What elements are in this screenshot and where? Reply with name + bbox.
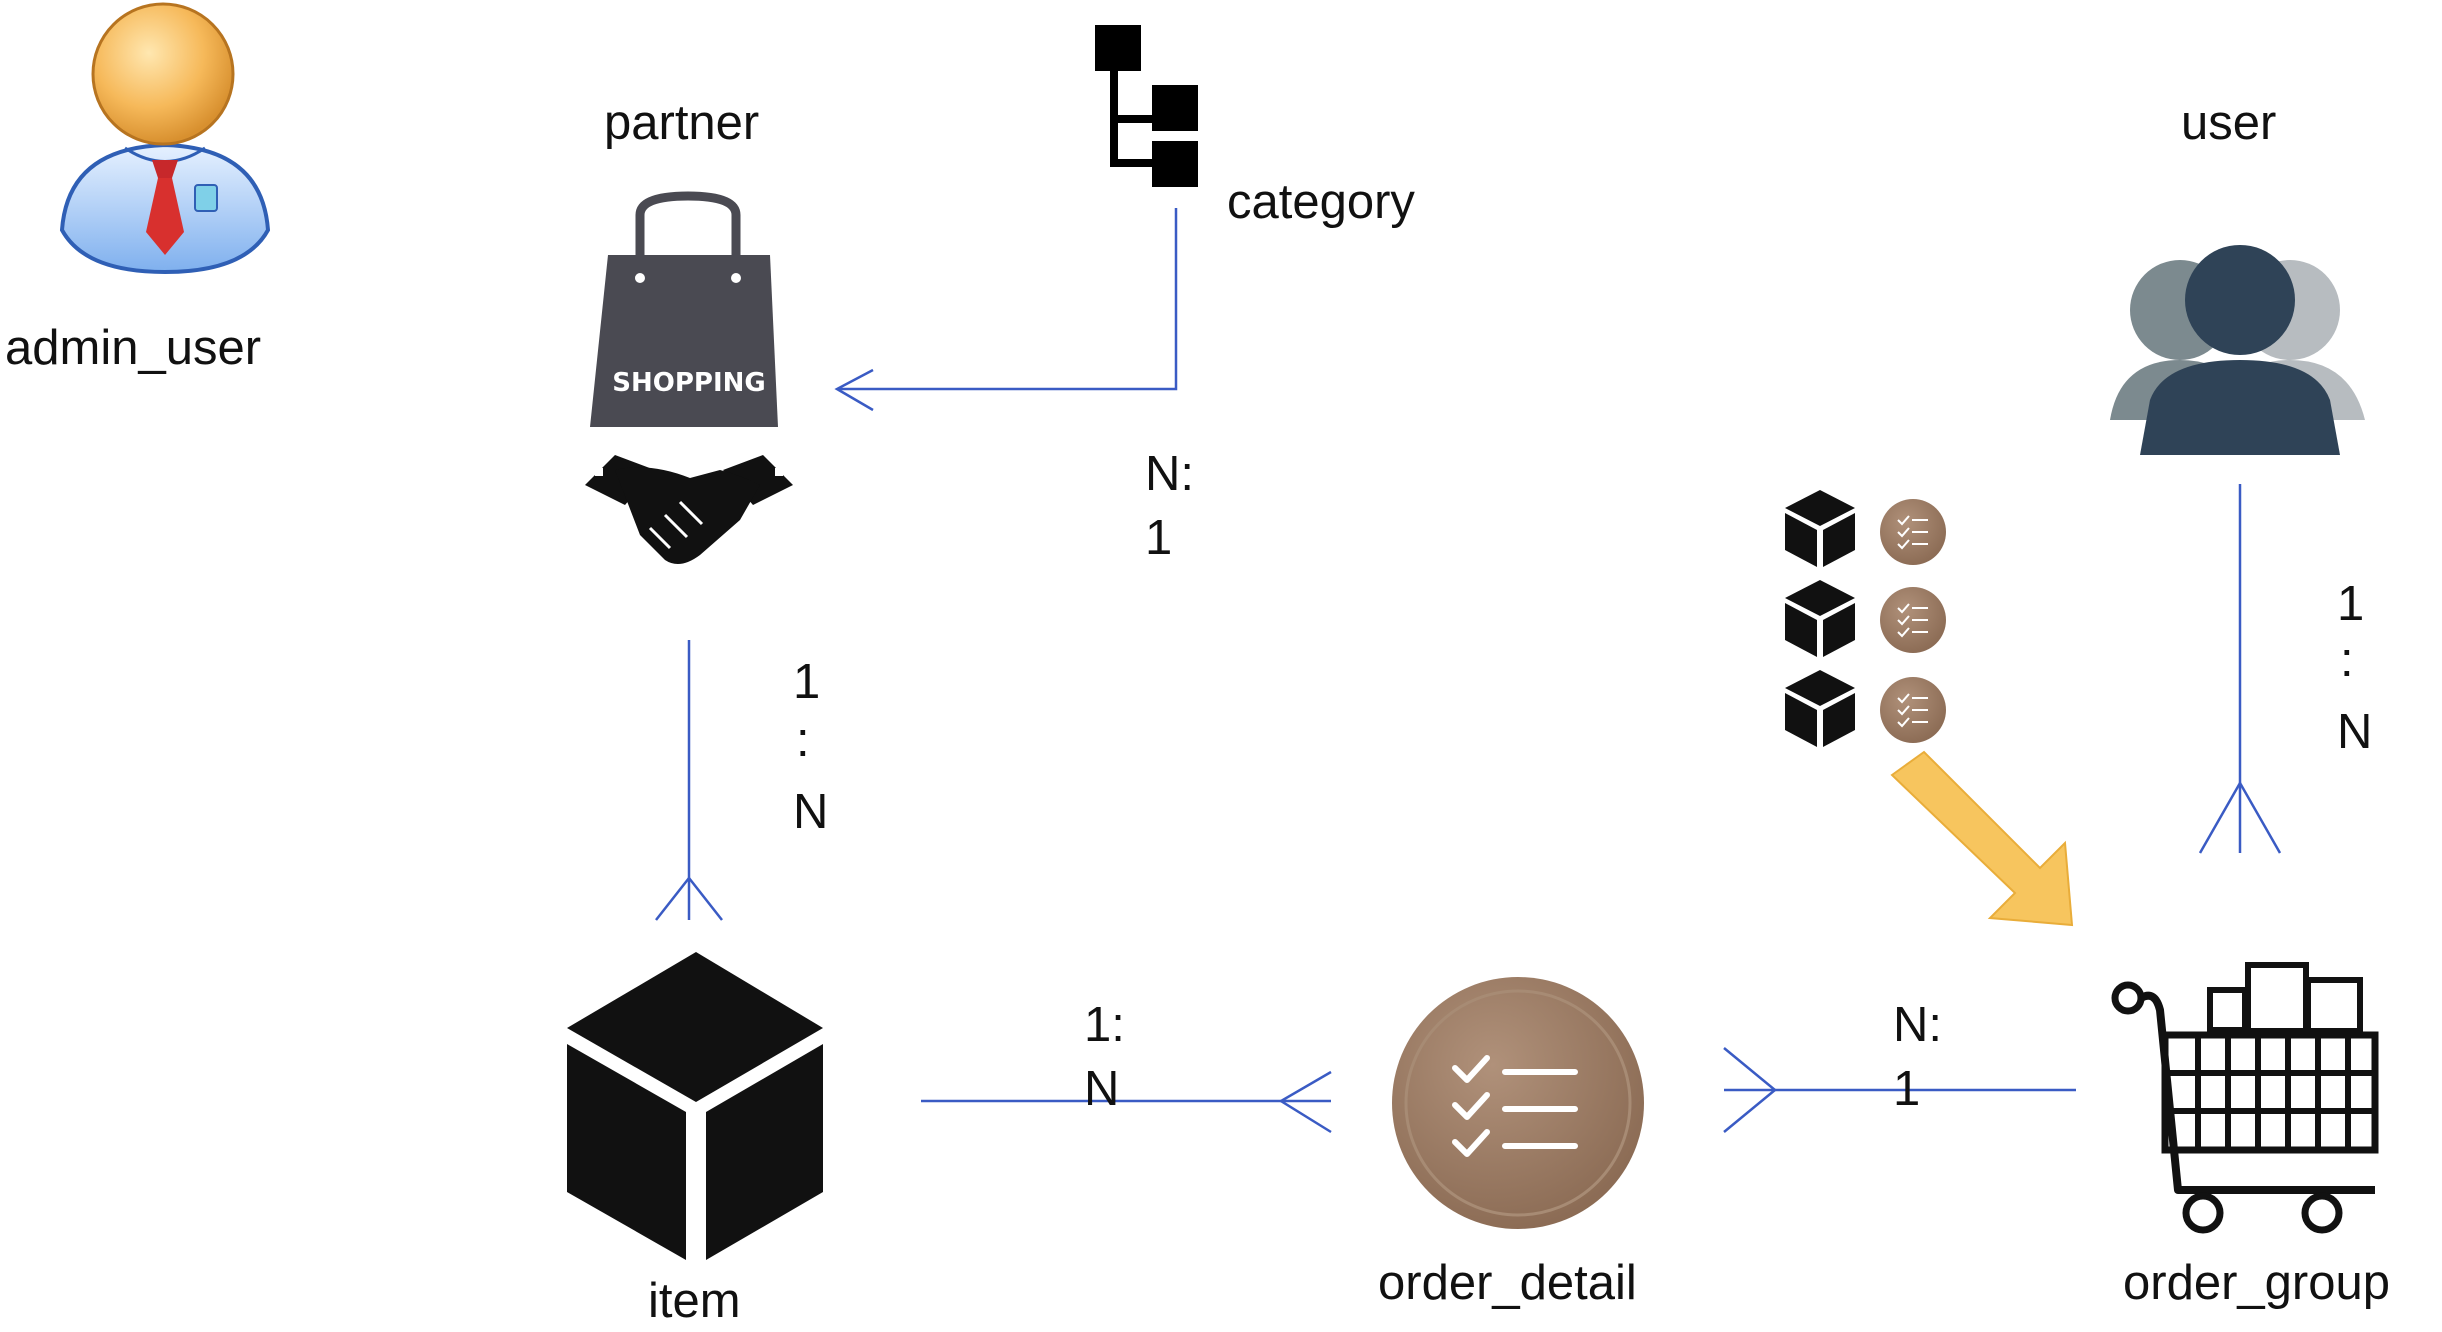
cardinality-partner-item-3: N (793, 785, 828, 839)
small-box-icon (1785, 670, 1855, 747)
category-label: category (1227, 175, 1415, 229)
connector-partner-item (655, 640, 723, 921)
cardinality-item-order-detail-2: N (1084, 1062, 1119, 1116)
cardinality-user-order-group-1: 1 (2337, 577, 2364, 631)
category-tree-icon (1095, 25, 1198, 187)
order-detail-label: order_detail (1378, 1256, 1637, 1310)
item-label: item (648, 1274, 741, 1328)
users-group-icon (2110, 245, 2365, 455)
order-items-cluster-icon (1785, 490, 1946, 747)
connector-user-order-group (2198, 484, 2282, 854)
admin-user-label: admin_user (5, 321, 261, 375)
connector-partner-category (834, 208, 1178, 412)
bag-text: SHOPPING (612, 368, 765, 398)
cardinality-partner-category-1: N: (1145, 447, 1194, 501)
partner-label: partner (604, 96, 759, 150)
cardinality-order-group-order-detail-2: 1 (1893, 1062, 1920, 1116)
shopping-bag-icon: SHOPPING (590, 191, 778, 427)
box-icon (567, 952, 823, 1260)
cardinality-user-order-group-3: N (2337, 705, 2372, 759)
admin-user-icon (59, 2, 271, 275)
small-box-icon (1785, 580, 1855, 657)
cardinality-partner-item-2: : (796, 713, 810, 767)
yellow-arrow-icon (1890, 750, 2074, 927)
cardinality-order-group-order-detail-1: N: (1893, 998, 1942, 1052)
small-checklist-icon (1880, 677, 1946, 743)
connector-item-order-detail (921, 1070, 1332, 1134)
user-label: user (2181, 96, 2276, 150)
shopping-cart-icon (2111, 962, 2379, 1234)
connector-order-group-order-detail (1723, 1047, 2076, 1133)
order-group-label: order_group (2123, 1256, 2390, 1310)
cardinality-partner-category-2: 1 (1145, 511, 1172, 565)
small-checklist-icon (1880, 587, 1946, 653)
checklist-circle-icon (1392, 977, 1644, 1229)
cardinality-user-order-group-2: : (2340, 633, 2354, 687)
cardinality-partner-item-1: 1 (793, 655, 820, 709)
small-box-icon (1785, 490, 1855, 567)
handshake-icon (585, 455, 793, 564)
small-checklist-icon (1880, 499, 1946, 565)
cardinality-item-order-detail-1: 1: (1084, 998, 1125, 1052)
